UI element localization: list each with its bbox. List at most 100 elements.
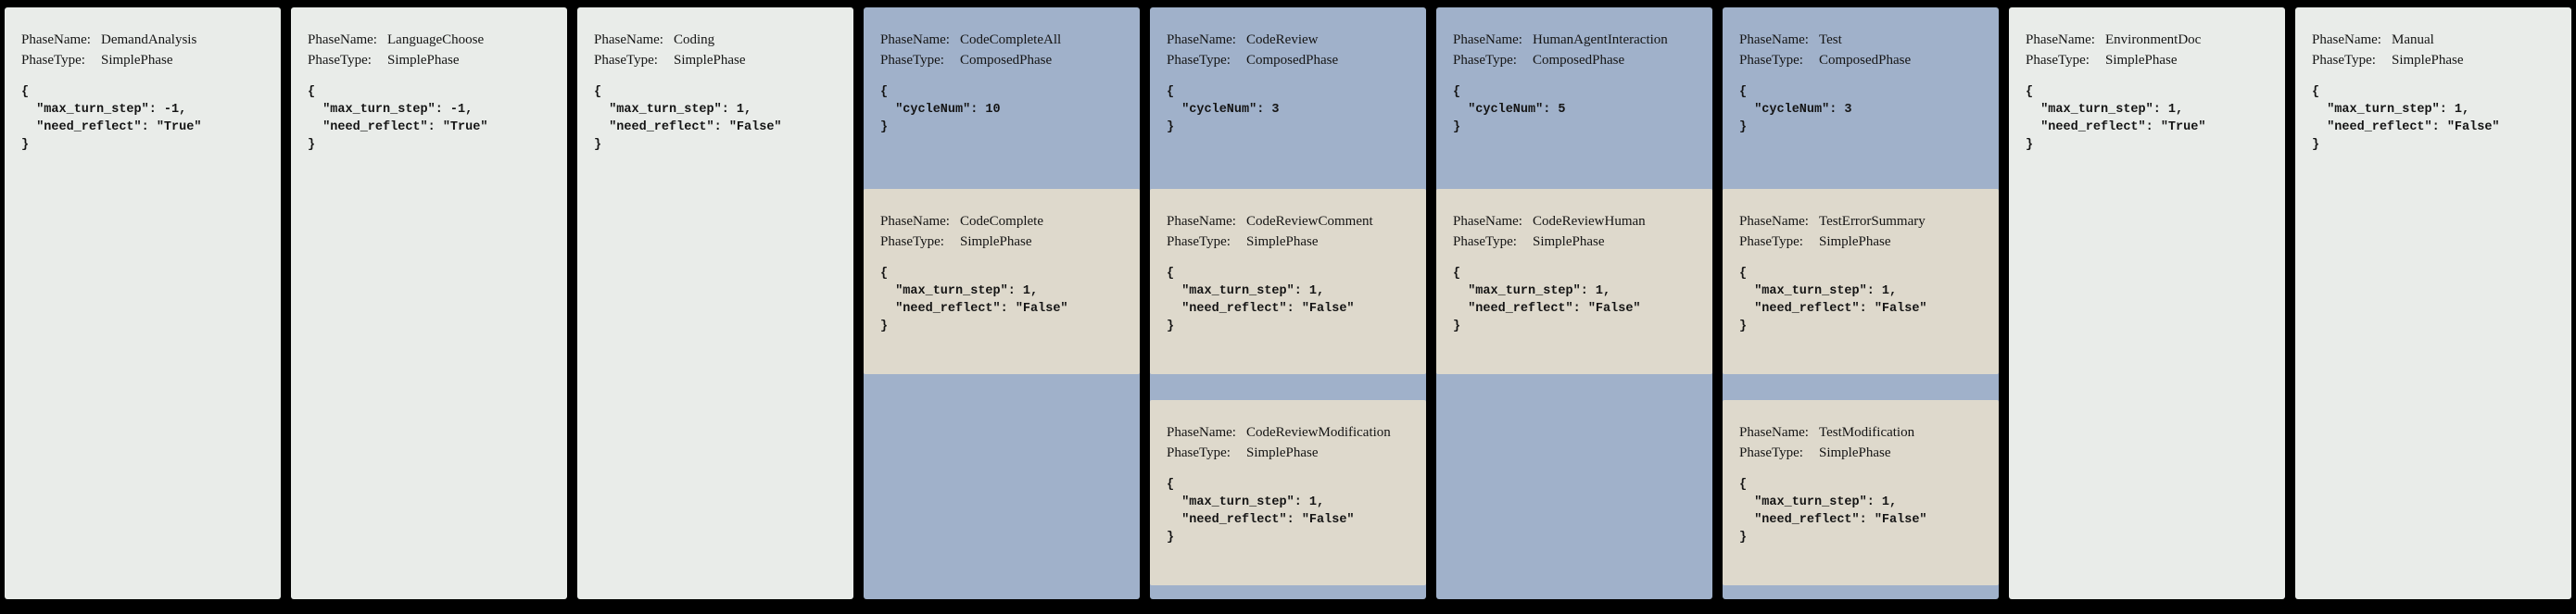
phase-name-label: PhaseName:: [1739, 32, 1809, 47]
phase-name-value: DemandAnalysis: [101, 32, 197, 47]
phase-type-line: PhaseType: SimplePhase: [2026, 50, 2274, 70]
phase-header-block: PhaseName: Coding PhaseType: SimplePhase…: [577, 7, 853, 154]
subphase-type-line: PhaseType: SimplePhase: [1739, 232, 1988, 252]
subphase-config-json: { "max_turn_step": 1, "need_reflect": "F…: [880, 267, 1068, 333]
subphase-type-value: SimplePhase: [1819, 234, 1891, 249]
subphase-name-value: CodeReviewHuman: [1533, 214, 1646, 229]
phase-type-line: PhaseType: ComposedPhase: [1739, 50, 1988, 70]
phase-config-json: { "cycleNum": 3 }: [1739, 85, 1852, 134]
phase-name-value: EnvironmentDoc: [2105, 32, 2202, 47]
subphase-name-line: PhaseName: CodeReviewComment: [1167, 211, 1415, 232]
phase-name-value: HumanAgentInteraction: [1533, 32, 1668, 47]
phase-column-manual: PhaseName: Manual PhaseType: SimplePhase…: [2295, 7, 2571, 599]
phase-name-line: PhaseName: Test: [1739, 30, 1988, 50]
subphase-list: PhaseName: CodeComplete PhaseType: Simpl…: [864, 189, 1140, 374]
phase-name-label: PhaseName:: [2312, 32, 2381, 47]
phase-type-value: ComposedPhase: [1246, 53, 1339, 68]
phase-header-block: PhaseName: EnvironmentDoc PhaseType: Sim…: [2009, 7, 2285, 154]
phase-type-label: PhaseType:: [21, 53, 85, 68]
subphase-type-label: PhaseType:: [1739, 445, 1803, 460]
phase-name-value: Manual: [2392, 32, 2434, 47]
phase-header-block: PhaseName: CodeReview PhaseType: Compose…: [1150, 7, 1426, 189]
phase-type-line: PhaseType: SimplePhase: [594, 50, 842, 70]
phase-header-block: PhaseName: Manual PhaseType: SimplePhase…: [2295, 7, 2571, 154]
phase-column-environmentdoc: PhaseName: EnvironmentDoc PhaseType: Sim…: [2009, 7, 2285, 599]
subphase-type-line: PhaseType: SimplePhase: [880, 232, 1129, 252]
subphase-list: PhaseName: CodeReviewHuman PhaseType: Si…: [1436, 189, 1712, 374]
phase-header-block: PhaseName: CodeCompleteAll PhaseType: Co…: [864, 7, 1140, 189]
phase-column-test: PhaseName: Test PhaseType: ComposedPhase…: [1723, 7, 1999, 599]
phase-header-block: PhaseName: HumanAgentInteraction PhaseTy…: [1436, 7, 1712, 189]
phase-type-line: PhaseType: ComposedPhase: [1453, 50, 1701, 70]
phase-column-demandanalysis: PhaseName: DemandAnalysis PhaseType: Sim…: [5, 7, 281, 599]
phase-type-line: PhaseType: SimplePhase: [2312, 50, 2560, 70]
subphase-name-label: PhaseName:: [1739, 214, 1809, 229]
phase-name-line: PhaseName: Manual: [2312, 30, 2560, 50]
phase-type-value: ComposedPhase: [1819, 53, 1912, 68]
subphase-name-label: PhaseName:: [880, 214, 950, 229]
phase-name-value: Coding: [674, 32, 715, 47]
phase-name-value: CodeCompleteAll: [960, 32, 1062, 47]
phase-config-json: { "cycleNum": 5 }: [1453, 85, 1566, 134]
phase-name-label: PhaseName:: [21, 32, 91, 47]
phase-name-value: CodeReview: [1246, 32, 1319, 47]
phase-type-label: PhaseType:: [2312, 53, 2376, 68]
subphase-name-line: PhaseName: CodeComplete: [880, 211, 1129, 232]
phase-type-label: PhaseType:: [308, 53, 372, 68]
phase-column-codecompleteall: PhaseName: CodeCompleteAll PhaseType: Co…: [864, 7, 1140, 599]
subphase-type-label: PhaseType:: [1167, 234, 1231, 249]
subphase-card-codereviewmodification: PhaseName: CodeReviewModification PhaseT…: [1150, 400, 1426, 585]
phase-type-value: ComposedPhase: [960, 53, 1053, 68]
phase-name-label: PhaseName:: [308, 32, 377, 47]
phase-type-value: SimplePhase: [387, 53, 460, 68]
phase-name-value: Test: [1819, 32, 1842, 47]
subphase-name-line: PhaseName: CodeReviewModification: [1167, 422, 1415, 443]
phase-type-value: SimplePhase: [2392, 53, 2464, 68]
subphase-type-label: PhaseType:: [1167, 445, 1231, 460]
phase-name-label: PhaseName:: [1453, 32, 1522, 47]
phase-config-json: { "cycleNum": 10 }: [880, 85, 1001, 134]
phase-type-line: PhaseType: SimplePhase: [21, 50, 270, 70]
subphase-name-value: TestModification: [1819, 425, 1915, 440]
subphase-name-line: PhaseName: TestErrorSummary: [1739, 211, 1988, 232]
subphase-config-json: { "max_turn_step": 1, "need_reflect": "F…: [1739, 267, 1927, 333]
phase-config-json: { "cycleNum": 3 }: [1167, 85, 1280, 134]
subphase-type-line: PhaseType: SimplePhase: [1739, 443, 1988, 463]
phase-type-value: ComposedPhase: [1533, 53, 1625, 68]
subphase-type-value: SimplePhase: [1246, 445, 1319, 460]
phase-type-label: PhaseType:: [1167, 53, 1231, 68]
phase-config-json: { "max_turn_step": 1, "need_reflect": "T…: [2026, 85, 2206, 152]
phase-name-line: PhaseName: HumanAgentInteraction: [1453, 30, 1701, 50]
phase-header-block: PhaseName: LanguageChoose PhaseType: Sim…: [291, 7, 567, 154]
subphase-config-json: { "max_turn_step": 1, "need_reflect": "F…: [1167, 267, 1355, 333]
phase-header-block: PhaseName: Test PhaseType: ComposedPhase…: [1723, 7, 1999, 189]
subphase-card-testmodification: PhaseName: TestModification PhaseType: S…: [1723, 400, 1999, 585]
phase-type-value: SimplePhase: [101, 53, 173, 68]
subphase-type-label: PhaseType:: [1739, 234, 1803, 249]
phase-config-json: { "max_turn_step": -1, "need_reflect": "…: [308, 85, 488, 152]
phase-column-codereview: PhaseName: CodeReview PhaseType: Compose…: [1150, 7, 1426, 599]
phase-name-line: PhaseName: CodeCompleteAll: [880, 30, 1129, 50]
phase-name-label: PhaseName:: [880, 32, 950, 47]
phase-type-line: PhaseType: ComposedPhase: [1167, 50, 1415, 70]
subphase-list: PhaseName: CodeReviewComment PhaseType: …: [1150, 189, 1426, 585]
subphase-type-line: PhaseType: SimplePhase: [1167, 232, 1415, 252]
subphase-name-label: PhaseName:: [1167, 425, 1236, 440]
subphase-type-value: SimplePhase: [1819, 445, 1891, 460]
phase-type-line: PhaseType: ComposedPhase: [880, 50, 1129, 70]
subphase-card-testerrorsummary: PhaseName: TestErrorSummary PhaseType: S…: [1723, 189, 1999, 374]
subphase-name-value: CodeComplete: [960, 214, 1043, 229]
subphase-name-value: CodeReviewModification: [1246, 425, 1391, 440]
phase-type-label: PhaseType:: [1453, 53, 1517, 68]
phase-name-line: PhaseName: LanguageChoose: [308, 30, 556, 50]
subphase-card-codereviewcomment: PhaseName: CodeReviewComment PhaseType: …: [1150, 189, 1426, 374]
subphase-name-value: CodeReviewComment: [1246, 214, 1373, 229]
phase-type-value: SimplePhase: [674, 53, 746, 68]
subphase-type-value: SimplePhase: [960, 234, 1032, 249]
subphase-type-value: SimplePhase: [1533, 234, 1605, 249]
phase-name-line: PhaseName: EnvironmentDoc: [2026, 30, 2274, 50]
subphase-name-value: TestErrorSummary: [1819, 214, 1926, 229]
phase-type-label: PhaseType:: [2026, 53, 2090, 68]
subphase-name-label: PhaseName:: [1167, 214, 1236, 229]
phase-header-block: PhaseName: DemandAnalysis PhaseType: Sim…: [5, 7, 281, 154]
